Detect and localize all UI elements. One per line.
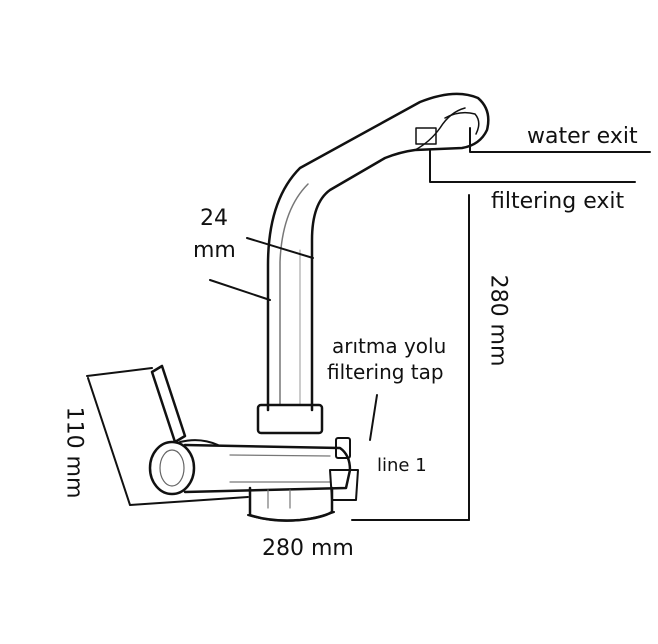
handle-cap (148, 440, 196, 496)
body-collar (256, 403, 324, 435)
filtering-tap-leader (369, 394, 378, 441)
pipe-size-leader (209, 237, 314, 301)
filter-tap-outlet (329, 469, 359, 501)
filtering-exit-label: filtering exit (491, 189, 625, 214)
spout-nozzle (414, 107, 466, 151)
handle-height-label: 110 mm (61, 406, 87, 499)
lever (150, 364, 187, 444)
base-bottom (247, 511, 335, 522)
handle-cap-inner (159, 449, 185, 487)
spout-highlight (279, 183, 309, 406)
water-exit-label: water exit (527, 124, 638, 149)
filtering-exit-leader (429, 149, 636, 183)
handle-neck (179, 439, 219, 446)
width-dimension-label: 280 mm (262, 536, 354, 561)
body-shade (229, 454, 331, 483)
tap-label-en: filtering tap (327, 360, 444, 384)
tap-label-tr: arıtma yolu (332, 334, 447, 358)
pipe-size-value: 24 (200, 206, 228, 231)
line-label: line 1 (377, 455, 427, 476)
filter-tap-stem (335, 437, 351, 459)
height-dimension-label: 280 mm (485, 274, 511, 367)
nozzle-detail (444, 111, 480, 135)
main-body (183, 443, 352, 494)
handle-height-dim (87, 377, 249, 506)
base-detail (267, 489, 291, 509)
pipe-size-unit: mm (193, 238, 236, 263)
water-exit-leader (469, 127, 651, 153)
handle-height-leader (86, 367, 153, 377)
nozzle-outlet (415, 127, 437, 145)
spout-outline (266, 92, 490, 412)
